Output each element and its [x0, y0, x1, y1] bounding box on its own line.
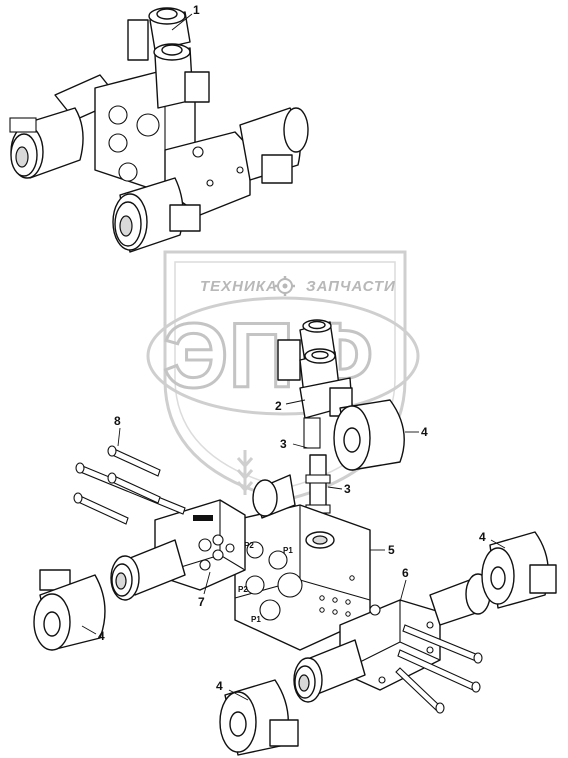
watermark-brand-right: ЗАПЧАСТИ [306, 278, 396, 295]
callout-4-right: 4 [479, 530, 486, 544]
port-label-p2: P2 [244, 541, 254, 550]
bottom-solenoid-tube [293, 639, 366, 703]
part-4-coil-bottom [219, 679, 299, 756]
part-4-coil-right [481, 531, 557, 609]
right-solenoid-tube [429, 573, 491, 626]
callout-2: 2 [275, 399, 282, 413]
right-bolts [395, 624, 483, 714]
callout-6: 6 [402, 566, 409, 580]
part-2-cartridge [277, 319, 353, 449]
part-5-main-block: P2 P1 P2 P1 [234, 504, 371, 651]
callouts: 1 2 3 3 4 4 4 4 5 6 7 8 [81, 3, 506, 701]
part-8-bolts [73, 445, 186, 525]
callout-4-top: 4 [421, 425, 428, 439]
port-label-p2-lower: P2 [238, 585, 248, 594]
callout-4-bottom: 4 [216, 679, 223, 693]
part-4-coil-left [33, 569, 106, 651]
wheat-icon [236, 450, 254, 495]
callout-1: 1 [193, 3, 200, 17]
callout-8: 8 [114, 414, 121, 428]
callout-5: 5 [388, 543, 395, 557]
gear-icon [275, 276, 295, 296]
callout-7: 7 [198, 595, 205, 609]
valve-assembly-1 [9, 7, 309, 253]
callout-4-left: 4 [98, 629, 105, 643]
part-4-coil-top [333, 399, 405, 471]
port-label-p1-lower: P1 [251, 615, 261, 624]
left-solenoid-tube [110, 474, 296, 601]
callout-3-upper: 3 [280, 437, 287, 451]
port-label-p1: P1 [283, 546, 293, 555]
part-6-right-block [339, 599, 441, 691]
callout-3-lower: 3 [344, 482, 351, 496]
watermark-brand-left: ТЕХНИКА [200, 278, 278, 295]
